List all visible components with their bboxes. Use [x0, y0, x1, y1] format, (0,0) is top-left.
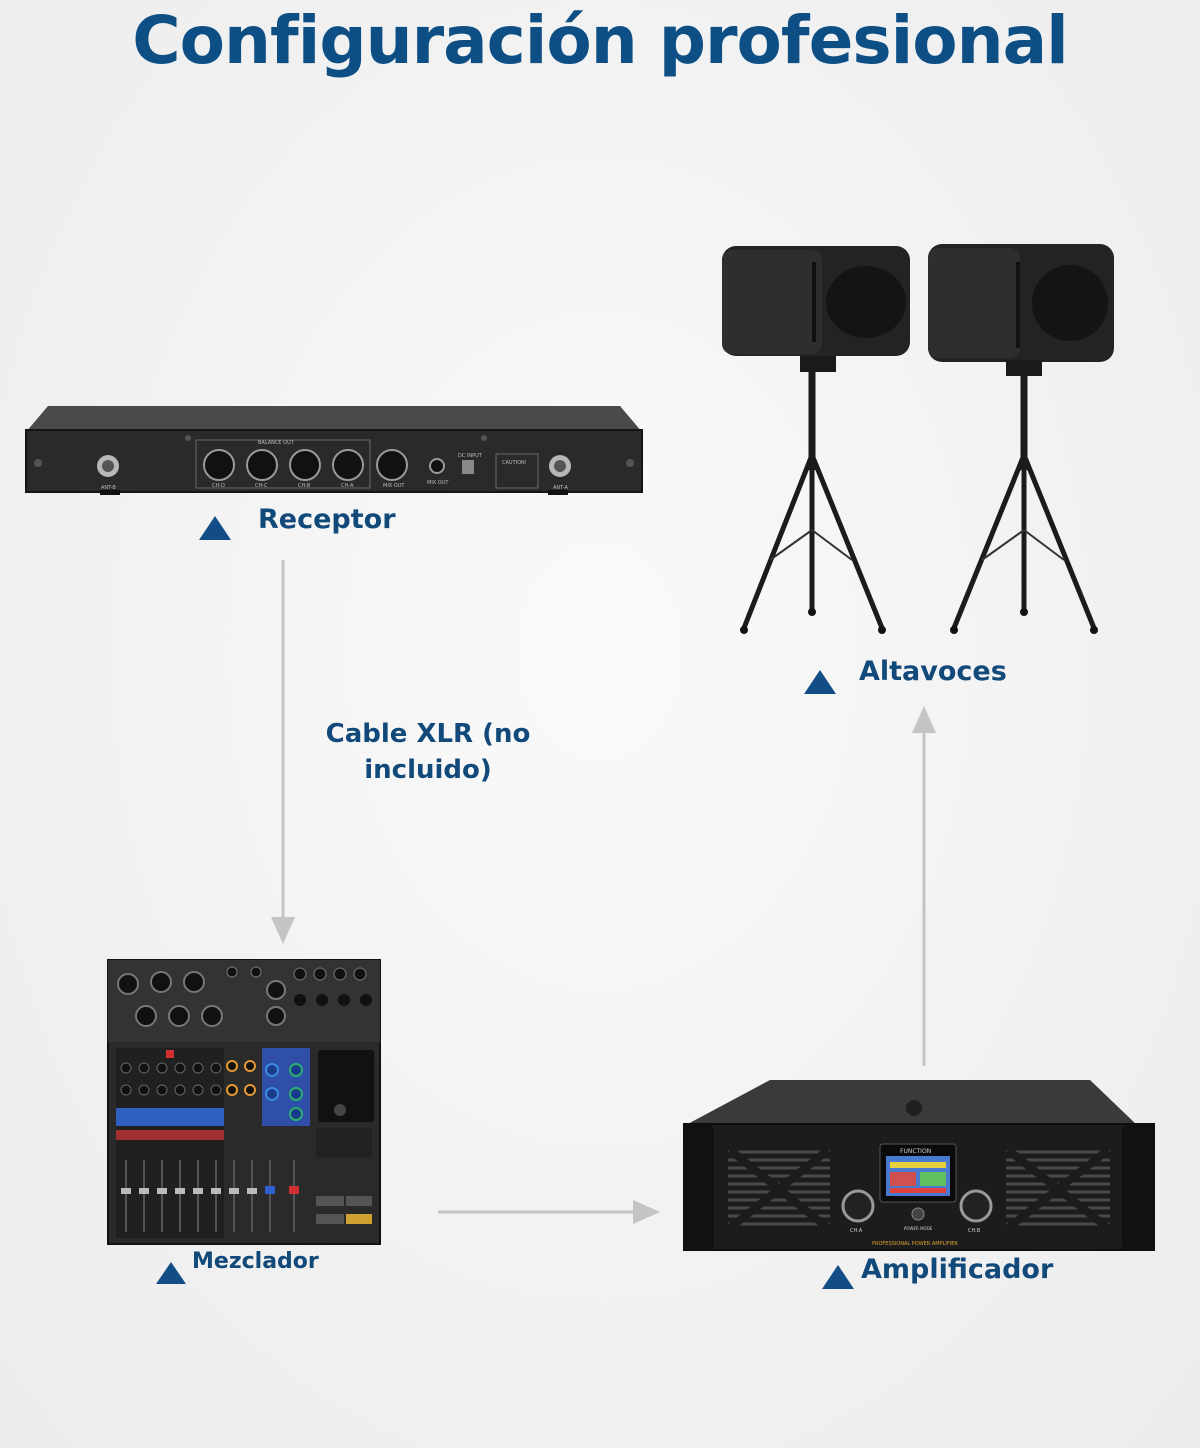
receiver-ant-a-label: ANT-A [553, 485, 568, 491]
altavoces-triangle-icon [804, 670, 836, 694]
receptor-triangle-icon [199, 516, 231, 540]
amplifier-model-label: PROFESSIONAL POWER AMPLIFIER [872, 1241, 958, 1247]
receiver-caution-label: CAUTION! [502, 460, 527, 466]
speaker-left [722, 246, 910, 634]
mezclador-triangle-icon [156, 1262, 186, 1284]
mezclador-label: Mezclador [192, 1249, 319, 1274]
receiver-mix-out-jack-label: MIX OUT [427, 480, 449, 486]
receiver-ch-c-label: CH-C [255, 483, 268, 489]
speaker-right [928, 244, 1114, 634]
altavoces-label: Altavoces [859, 656, 1007, 687]
receptor-label: Receptor [258, 504, 396, 535]
amplifier-power-mode-label: POWER MODE [904, 1226, 933, 1231]
receiver-dc-input-label: DC INPUT [458, 453, 483, 459]
amplificador-triangle-icon [822, 1265, 854, 1289]
amplifier-ch-a-label: CH.A [850, 1228, 863, 1234]
receiver-ant-b-label: ANT-B [101, 485, 116, 491]
receiver-ch-a-label: CH-A [341, 483, 354, 489]
amplificador-label: Amplificador [861, 1254, 1054, 1285]
page-title: Configuración profesional [132, 2, 1068, 79]
receiver-balance-out-label: BALANCE OUT [258, 440, 295, 446]
cable-note: Cable XLR (no incluido) [300, 716, 556, 788]
receiver-ch-d-label: CH-D [212, 483, 225, 489]
receiver-ch-b-label: CH-B [298, 483, 311, 489]
amplifier-ch-b-label: CH.B [968, 1228, 981, 1234]
receiver-mix-out-xlr-label: MIX OUT [383, 483, 405, 489]
cable-note-line2: incluido) [364, 755, 492, 785]
cable-note-line1: Cable XLR (no [325, 719, 531, 749]
amplifier-function-label: FUNCTION [900, 1148, 931, 1155]
